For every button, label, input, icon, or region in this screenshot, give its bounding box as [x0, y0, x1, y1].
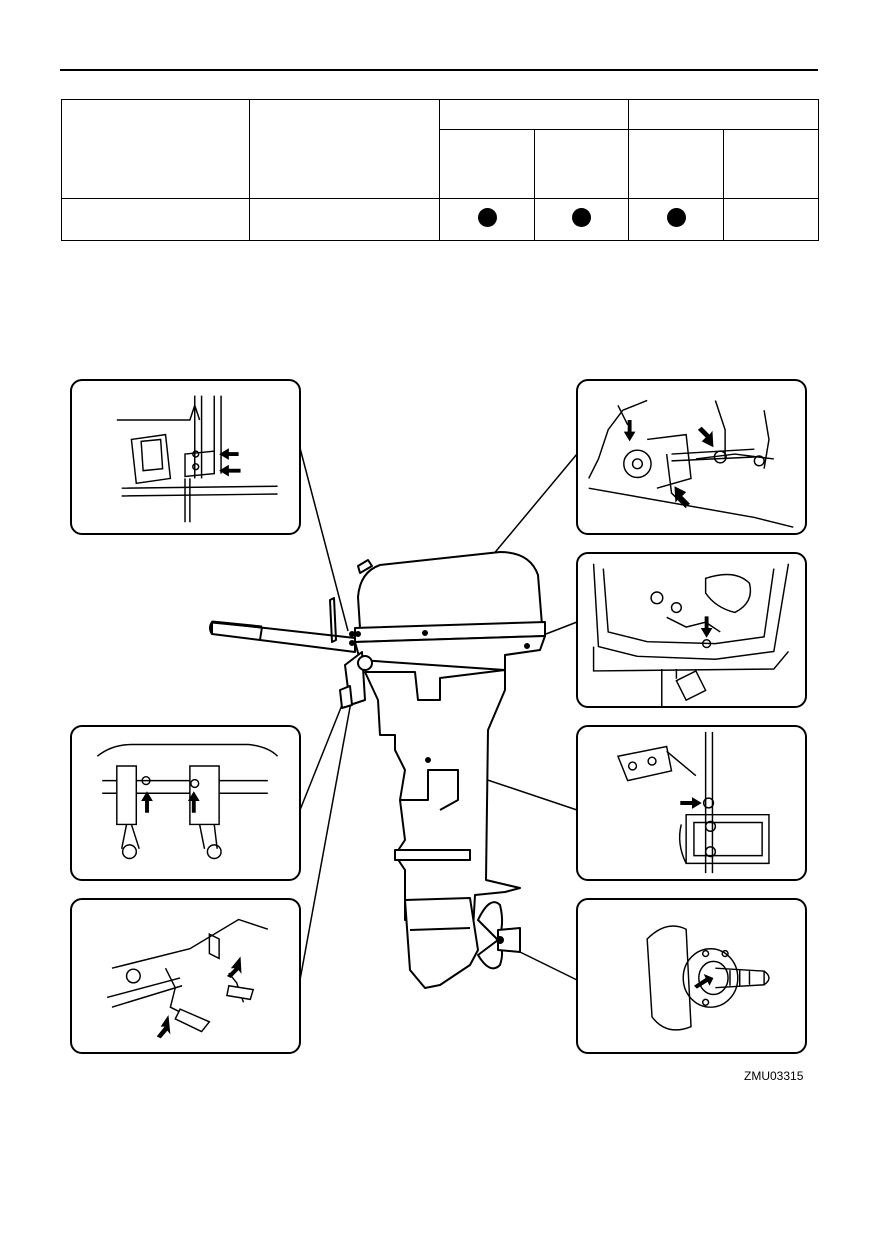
arrow-icon: [219, 464, 241, 477]
mark-cell-1: [439, 198, 535, 241]
detail-panel-shift-rod: [576, 725, 807, 881]
detail-panel-clamp-screws: [70, 898, 301, 1054]
row-cell-item: [61, 198, 250, 241]
header-cell-sub-4: [723, 129, 819, 199]
arrow-icon: [226, 956, 242, 978]
detail-drawing: [96, 743, 279, 860]
mark-cell-3: [628, 198, 724, 241]
figure-code: ZMU03315: [744, 1069, 804, 1083]
mark-cell-2: [534, 198, 629, 241]
arrow-icon: [680, 797, 702, 809]
header-cell-group-2: [628, 99, 819, 130]
mark-cell-4: [723, 198, 819, 241]
arrow-icon: [700, 616, 713, 638]
detail-panel-cowling-lock: [576, 552, 807, 708]
arrow-icon: [674, 486, 691, 507]
detail-drawing: [106, 918, 269, 1039]
arrow-icon: [693, 974, 714, 989]
detail-panel-carburetor-linkage: [576, 379, 807, 535]
detail-drawing: [588, 399, 794, 528]
check-mark-dot: [477, 207, 497, 227]
arrow-icon: [697, 426, 714, 448]
detail-drawing: [616, 731, 770, 874]
row-cell-remarks: [249, 198, 440, 241]
detail-drawing: [646, 925, 770, 1031]
arrow-icon: [187, 791, 200, 813]
maintenance-table: [61, 99, 819, 241]
detail-panel-steering-bracket: [70, 379, 301, 535]
check-mark-dot: [666, 207, 686, 227]
arrow-icon: [219, 448, 239, 460]
detail-panel-propeller-shaft: [576, 898, 807, 1054]
detail-panel-clamp-bracket: [70, 725, 301, 881]
header-rule: [60, 69, 818, 71]
arrow-icon: [141, 791, 153, 813]
check-mark-dot: [572, 207, 591, 227]
header-cell-sub-3: [628, 129, 724, 199]
arrow-icon: [156, 1014, 171, 1039]
arrow-icon: [623, 419, 636, 442]
detail-drawing: [116, 395, 278, 523]
detail-drawing: [592, 563, 790, 706]
